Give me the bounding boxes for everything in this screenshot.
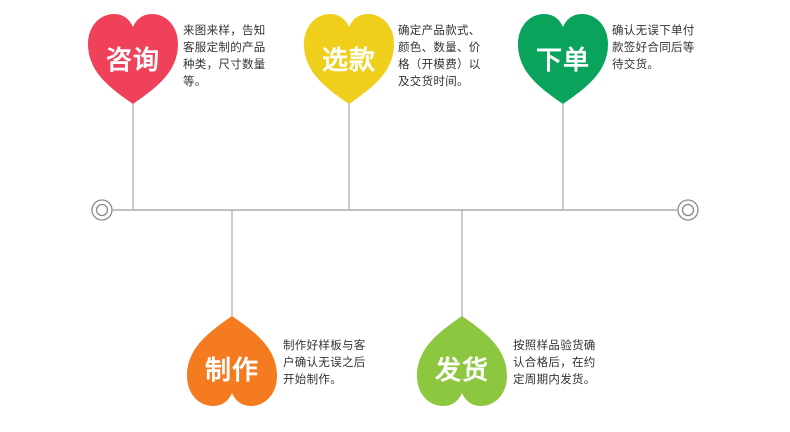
heart-icon-order [518, 14, 608, 104]
description-line: 种类，尺寸数量 [183, 57, 266, 71]
step-description-make: 制作好样板与客 户确认无误之后 开始制作。 [283, 337, 366, 388]
description-line: 格（开模费）以 [398, 57, 481, 71]
step-description-order: 确认无误下单付 款签好合同后等 待交货。 [612, 22, 695, 73]
description-line: 确认无误下单付 [612, 23, 695, 37]
step-title-consult: 咨询 [105, 46, 160, 76]
step-description-ship: 按照样品验货确 认合格后，在约 定周期内发货。 [513, 337, 596, 388]
timeline-end-node [677, 199, 699, 221]
description-line: 认合格后，在约 [513, 355, 596, 369]
step-description-consult: 来图来样，告知 客服定制的产品 种类，尺寸数量 等。 [183, 22, 266, 90]
description-line: 客服定制的产品 [183, 40, 266, 54]
description-line: 定周期内发货。 [513, 372, 596, 386]
step-description-select: 确定产品款式、 颜色、数量、价 格（开模费）以 及交货时间。 [398, 22, 481, 90]
timeline-start-node [91, 199, 113, 221]
heart-icon-consult [88, 14, 178, 104]
description-line: 制作好样板与客 [283, 338, 366, 352]
heart-icon-make [187, 316, 277, 406]
step-title-select: 选款 [321, 46, 376, 76]
description-line: 开始制作。 [283, 372, 342, 386]
description-line: 及交货时间。 [398, 74, 469, 88]
step-title-order: 下单 [535, 46, 590, 76]
description-line: 款签好合同后等 [612, 40, 695, 54]
description-line: 颜色、数量、价 [398, 40, 481, 54]
step-title-ship: 发货 [434, 356, 489, 386]
description-line: 等。 [183, 74, 207, 88]
step-title-make: 制作 [204, 356, 259, 386]
description-line: 来图来样，告知 [183, 23, 266, 37]
heart-icon-ship [417, 316, 507, 406]
description-line: 按照样品验货确 [513, 338, 596, 352]
description-line: 待交货。 [612, 57, 660, 71]
description-line: 户确认无误之后 [283, 355, 366, 369]
heart-icon-select [304, 14, 394, 104]
description-line: 确定产品款式、 [398, 23, 481, 37]
